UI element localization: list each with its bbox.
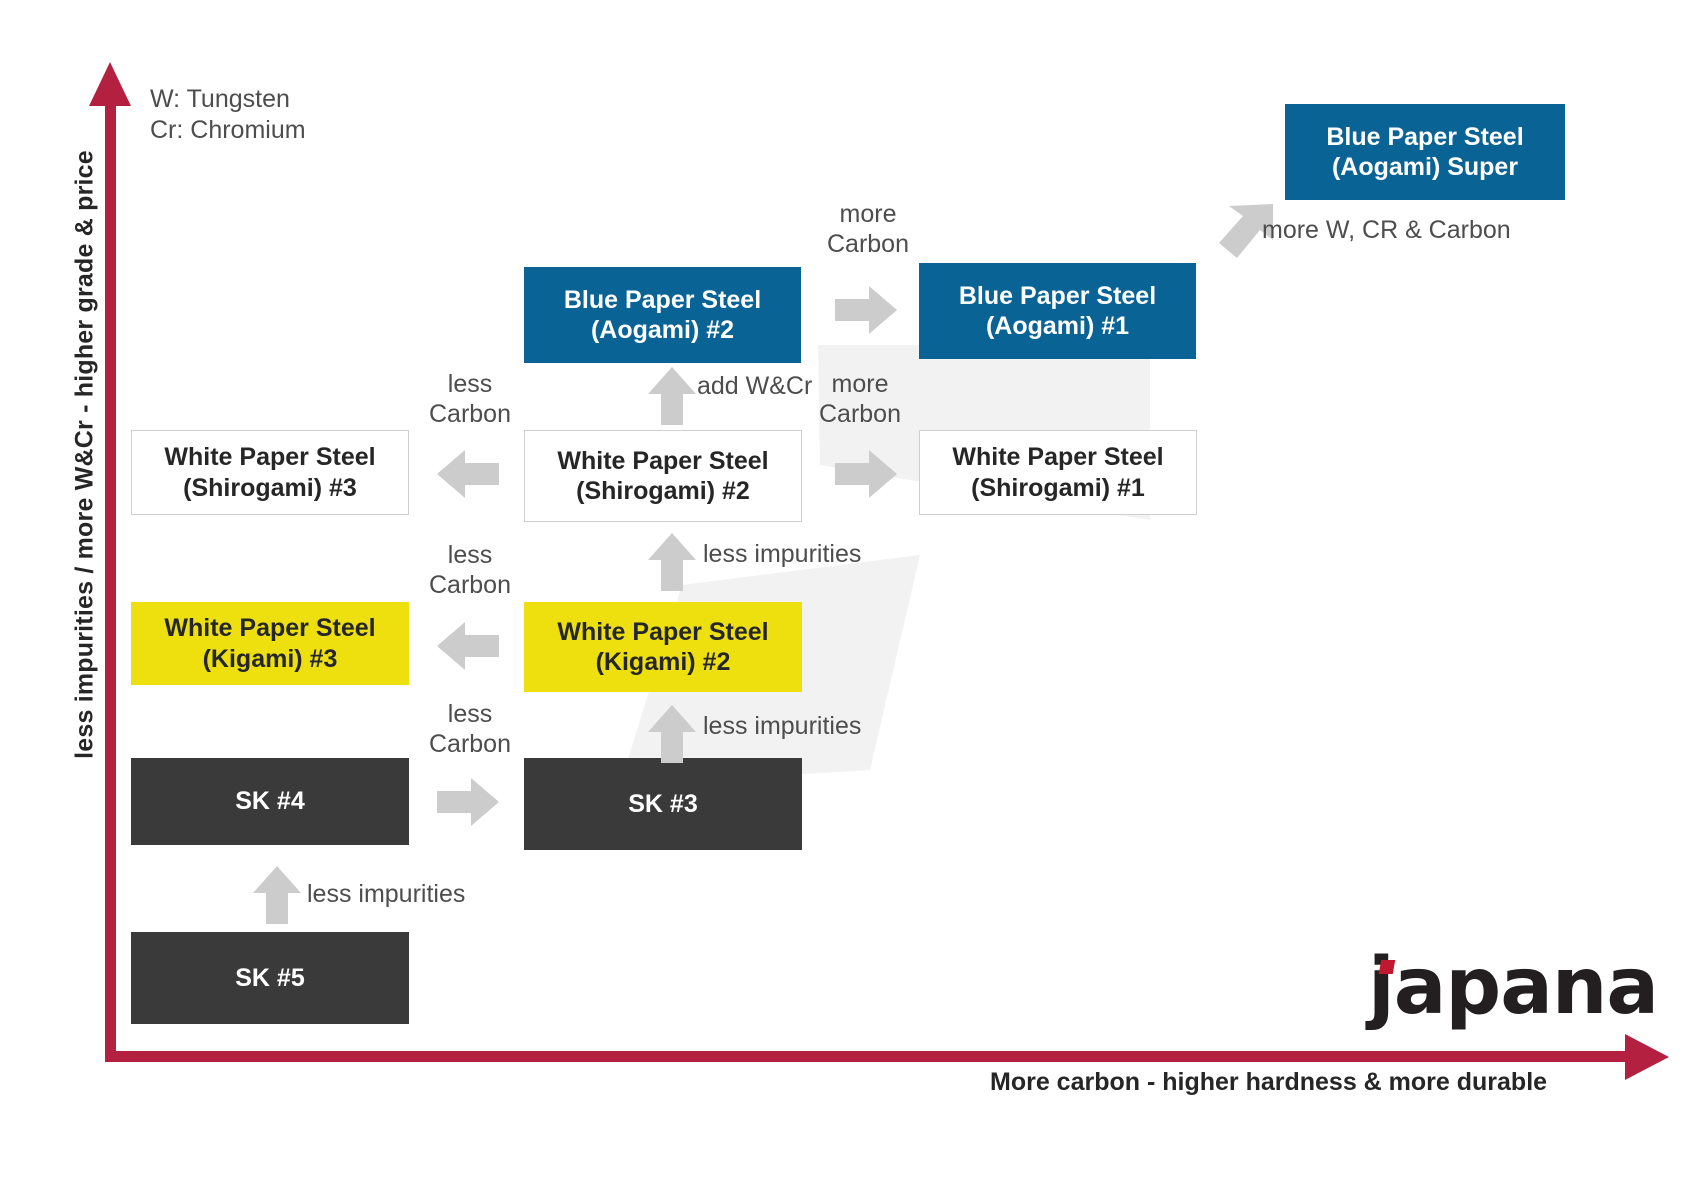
node-shirogami-2-line2: (Shirogami) #2 <box>576 477 750 505</box>
node-sk3-label: SK #3 <box>628 789 698 818</box>
node-sk3[interactable]: SK #3 <box>524 758 802 850</box>
japana-logo-text: japana <box>1368 942 1659 1032</box>
node-kigami-2-line2: (Kigami) #2 <box>595 648 731 676</box>
node-shirogami-1[interactable]: White Paper Steel (Shirogami) #1 <box>919 430 1197 515</box>
node-sk5[interactable]: SK #5 <box>131 932 409 1024</box>
node-aogami-2[interactable]: Blue Paper Steel (Aogami) #2 <box>524 267 801 363</box>
node-kigami-3-line2: (Kigami) #3 <box>202 644 338 673</box>
caption-less-impurities-sk: less impurities <box>307 880 466 908</box>
arrow-shirogami2-to-aogami2 <box>648 367 696 425</box>
caption-less-carbon-sk: less Carbon <box>429 700 511 758</box>
node-sk4-label: SK #4 <box>235 787 305 816</box>
arrow-sk3-to-kigami2 <box>648 705 696 763</box>
legend-chromium: Cr: Chromium <box>150 115 306 144</box>
arrow-diagonal-to-aogami-super <box>1215 200 1277 262</box>
legend: W: Tungsten Cr: Chromium <box>150 84 306 145</box>
arrow-shirogami2-to-shirogami3 <box>437 450 499 498</box>
caption-more-carbon-top: more Carbon <box>827 200 909 258</box>
node-kigami-3[interactable]: White Paper Steel (Kigami) #3 <box>131 602 409 685</box>
node-aogami-2-line1: Blue Paper Steel <box>563 285 762 314</box>
node-shirogami-2[interactable]: White Paper Steel (Shirogami) #2 <box>524 430 802 522</box>
node-shirogami-1-line2: (Shirogami) #1 <box>971 473 1145 502</box>
caption-more-carbon-mid: more Carbon <box>819 370 901 428</box>
japana-logo-dot <box>1378 960 1396 974</box>
node-aogami-super-line2: (Aogami) Super <box>1331 153 1519 181</box>
japana-logo: japana <box>1368 942 1659 1032</box>
y-axis-arrowhead <box>89 62 131 106</box>
node-shirogami-3-line1: White Paper Steel <box>164 443 376 471</box>
node-aogami-super-line1: Blue Paper Steel <box>1326 122 1524 151</box>
node-kigami-2-line1: White Paper Steel <box>557 617 769 646</box>
arrow-sk4-to-sk3 <box>437 778 499 826</box>
y-axis-label: less impurities / more W&Cr - higher gra… <box>70 150 99 759</box>
caption-more-w-cr-carbon: more W, CR & Carbon <box>1262 216 1511 244</box>
arrow-kigami2-to-kigami3 <box>437 622 499 670</box>
x-axis-arrowhead <box>1625 1034 1669 1080</box>
node-aogami-1-line1: Blue Paper Steel <box>958 281 1157 310</box>
x-axis-label: More carbon - higher hardness & more dur… <box>990 1068 1548 1096</box>
arrow-kigami2-to-shirogami2 <box>648 533 696 591</box>
node-aogami-1[interactable]: Blue Paper Steel (Aogami) #1 <box>919 263 1196 359</box>
caption-less-impurities-shirogami: less impurities <box>703 540 862 568</box>
node-kigami-3-line1: White Paper Steel <box>164 614 376 642</box>
caption-less-carbon-shirogami: less Carbon <box>429 370 511 428</box>
node-sk4[interactable]: SK #4 <box>131 758 409 845</box>
arrow-aogami2-to-aogami1 <box>835 286 897 334</box>
node-shirogami-3[interactable]: White Paper Steel (Shirogami) #3 <box>131 430 409 515</box>
node-sk5-label: SK #5 <box>235 963 305 992</box>
caption-less-carbon-kigami: less Carbon <box>429 541 511 599</box>
node-aogami-2-line2: (Aogami) #2 <box>590 316 735 344</box>
node-shirogami-3-line2: (Shirogami) #3 <box>183 473 357 502</box>
arrow-shirogami2-to-shirogami1 <box>835 450 897 498</box>
node-aogami-1-line2: (Aogami) #1 <box>985 312 1130 340</box>
x-axis-line <box>105 1051 1633 1062</box>
node-kigami-2[interactable]: White Paper Steel (Kigami) #2 <box>524 602 802 692</box>
node-aogami-super[interactable]: Blue Paper Steel (Aogami) Super <box>1285 104 1565 200</box>
y-axis-line <box>105 102 116 1062</box>
caption-add-w-cr: add W&Cr <box>697 372 813 400</box>
caption-less-impurities-kigami: less impurities <box>703 712 862 740</box>
node-shirogami-2-line1: White Paper Steel <box>557 446 769 475</box>
legend-tungsten: W: Tungsten <box>150 85 290 113</box>
node-shirogami-1-line1: White Paper Steel <box>952 443 1164 471</box>
arrow-sk5-to-sk4 <box>253 866 301 924</box>
